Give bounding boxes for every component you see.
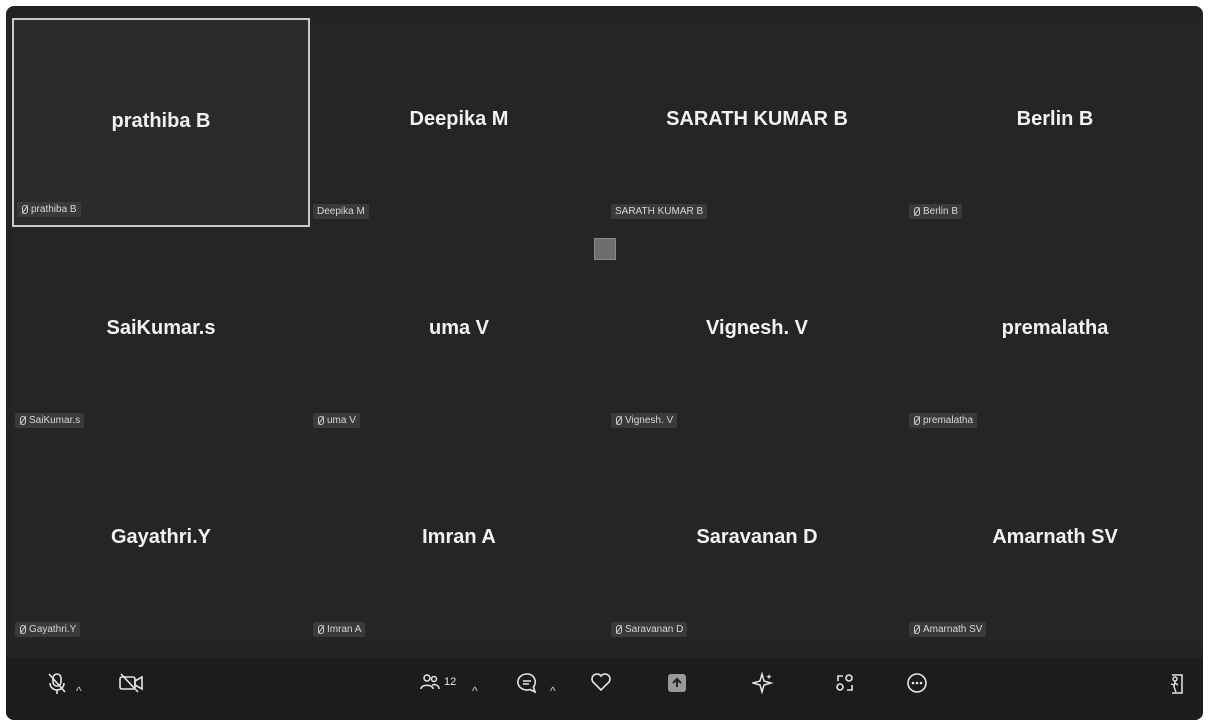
mic-off-icon: [913, 415, 920, 426]
meeting-window: prathiba B prathiba B Deepika M Deepika …: [6, 6, 1203, 720]
camera-off-icon: [119, 673, 143, 693]
participant-tile[interactable]: Saravanan D Saravanan D: [608, 436, 906, 645]
participant-name-tag: Gayathri.Y: [15, 622, 81, 637]
chat-icon: [517, 673, 537, 694]
participant-tile[interactable]: Imran A Imran A: [310, 436, 608, 645]
participant-tile[interactable]: Berlin B Berlin B: [906, 18, 1203, 227]
share-button[interactable]: [666, 672, 688, 694]
participant-name-tag: Berlin B: [909, 204, 963, 219]
participant-name-tag: uma V: [313, 413, 360, 428]
participant-name-tag: Amarnath SV: [909, 622, 987, 637]
participant-name: Berlin B: [1016, 108, 1094, 130]
participant-name-tag: Vignesh. V: [611, 413, 678, 428]
participant-name: Saravanan D: [696, 526, 818, 548]
participants-icon: [420, 674, 440, 690]
participant-tile[interactable]: premalatha premalatha: [906, 227, 1203, 436]
participant-name: uma V: [428, 317, 490, 339]
mic-off-icon: [317, 415, 324, 426]
camera-button[interactable]: [118, 672, 144, 694]
more-button[interactable]: [906, 672, 928, 694]
share-icon: [668, 674, 686, 692]
participant-name: premalatha: [1001, 317, 1109, 339]
participant-name-tag: SARATH KUMAR B: [611, 204, 708, 219]
mic-icon: [48, 673, 66, 694]
participant-name-tag: Saravanan D: [611, 622, 688, 637]
mic-off-icon: [615, 624, 622, 635]
participant-name-tag: Imran A: [313, 622, 366, 637]
participant-count: 12: [444, 676, 457, 688]
meeting-toolbar: ^ 12 ^ ^: [6, 658, 1203, 720]
participant-tile[interactable]: prathiba B prathiba B: [12, 18, 310, 227]
leave-button[interactable]: [1166, 672, 1188, 696]
mic-off-icon: [19, 624, 26, 635]
participant-tile[interactable]: SaiKumar.s SaiKumar.s: [12, 227, 310, 436]
participant-name: Vignesh. V: [706, 317, 808, 339]
mic-off-icon: [21, 204, 28, 215]
chat-options-chevron-icon[interactable]: ^: [550, 684, 556, 698]
participant-name-tag: premalatha: [909, 413, 978, 428]
participants-options-chevron-icon[interactable]: ^: [472, 684, 478, 698]
participant-tile[interactable]: Vignesh. V Vignesh. V: [608, 227, 906, 436]
participant-tile[interactable]: SARATH KUMAR B SARATH KUMAR B: [608, 18, 906, 227]
participant-tile[interactable]: uma V uma V: [310, 227, 608, 436]
mic-options-chevron-icon[interactable]: ^: [76, 684, 82, 698]
participant-grid: prathiba B prathiba B Deepika M Deepika …: [12, 18, 1203, 645]
mic-off-icon: [317, 624, 324, 635]
mic-off-icon: [19, 415, 26, 426]
participant-name: Gayathri.Y: [110, 526, 212, 548]
participant-tile[interactable]: Deepika M Deepika M: [310, 18, 608, 227]
participant-name: Amarnath SV: [992, 526, 1118, 548]
participant-name: Imran A: [422, 526, 496, 548]
react-button[interactable]: [590, 672, 612, 692]
participant-name: Deepika M: [409, 108, 509, 130]
more-icon: [907, 673, 927, 693]
mic-off-icon: [615, 415, 622, 426]
mic-button[interactable]: [46, 672, 68, 696]
heart-icon: [591, 673, 611, 692]
participant-name: prathiba B: [111, 110, 211, 132]
participant-name-tag: Deepika M: [313, 204, 369, 219]
mic-off-icon: [913, 206, 920, 217]
apps-button[interactable]: [834, 672, 856, 694]
participant-name-tag: prathiba B: [17, 202, 81, 217]
participant-name: SARATH KUMAR B: [666, 108, 848, 130]
leave-icon: [1170, 674, 1183, 694]
participant-tile[interactable]: Amarnath SV Amarnath SV: [906, 436, 1203, 645]
participant-name-tag: SaiKumar.s: [15, 413, 85, 428]
chat-button[interactable]: [516, 672, 538, 694]
participants-button[interactable]: 12: [420, 672, 456, 692]
focus-indicator: [594, 238, 616, 260]
apps-icon: [836, 674, 853, 691]
sparkle-icon: [752, 672, 774, 694]
ai-companion-button[interactable]: [752, 672, 774, 694]
mic-off-icon: [913, 624, 920, 635]
participant-name: SaiKumar.s: [106, 317, 216, 339]
participant-tile[interactable]: Gayathri.Y Gayathri.Y: [12, 436, 310, 645]
